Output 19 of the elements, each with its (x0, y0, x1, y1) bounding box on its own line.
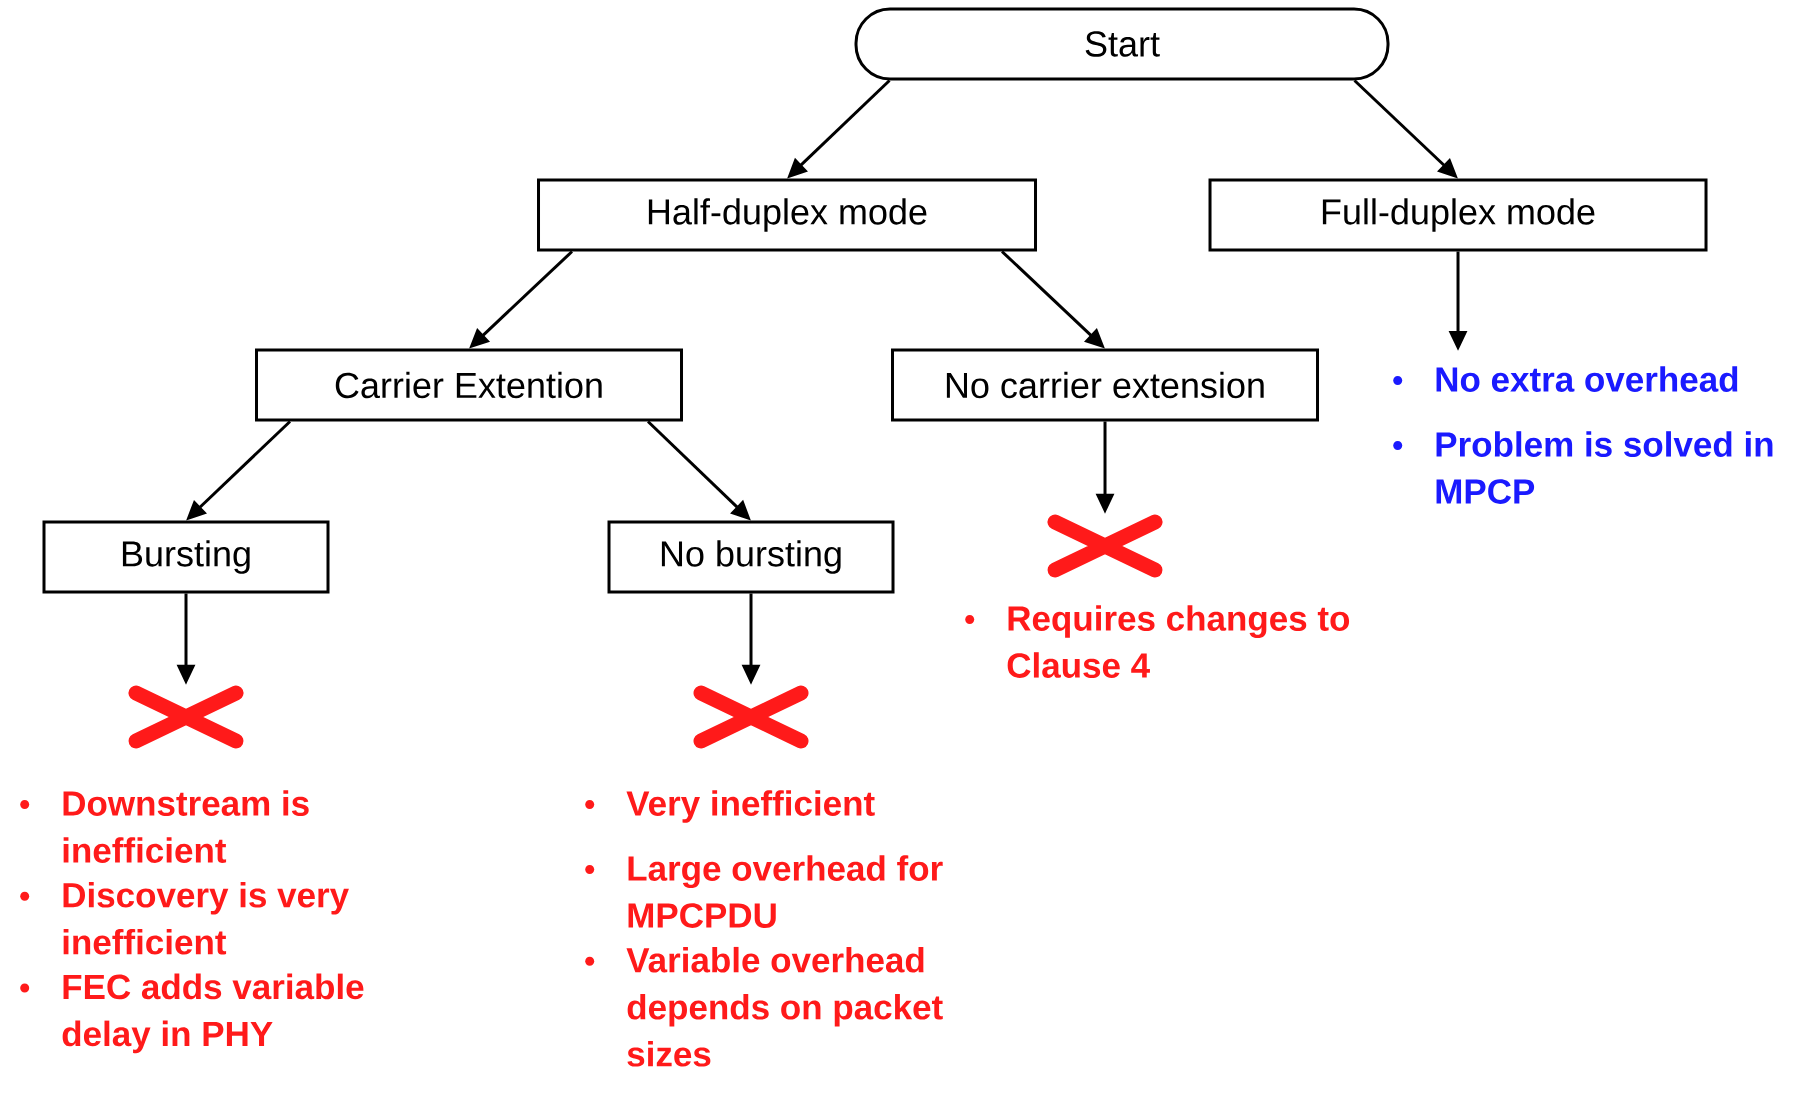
process-box: Bursting (42, 520, 330, 594)
bullet-item: No extra overhead (1393, 366, 1738, 392)
process-box: Half-duplex mode (537, 178, 1037, 252)
bullet-item: Requires changes to Clause 4 (965, 605, 1350, 678)
process-box: Carrier Extention (255, 348, 683, 422)
bullet-item: Downstream is inefficient (20, 790, 309, 863)
bullet-item: Large overhead for MPCPDU (585, 855, 943, 928)
start-terminal: Start (854, 7, 1390, 81)
bullet-item: Problem is solved in MPCP (1393, 431, 1773, 504)
cross-mark (693, 685, 809, 749)
bullet-item: Discovery is very inefficient (20, 881, 349, 955)
cross-mark (128, 685, 244, 749)
process-box: No carrier extension (891, 348, 1319, 422)
process-box: No bursting (607, 520, 895, 594)
cross-mark (1047, 514, 1163, 578)
bullet-item: FEC adds variable delay in PHY (20, 973, 364, 1054)
bullet-item: Variable overhead depends on packet sizes (585, 946, 943, 1067)
process-box: Full-duplex mode (1208, 178, 1708, 252)
bullet-item: Very inefficient (585, 790, 875, 823)
